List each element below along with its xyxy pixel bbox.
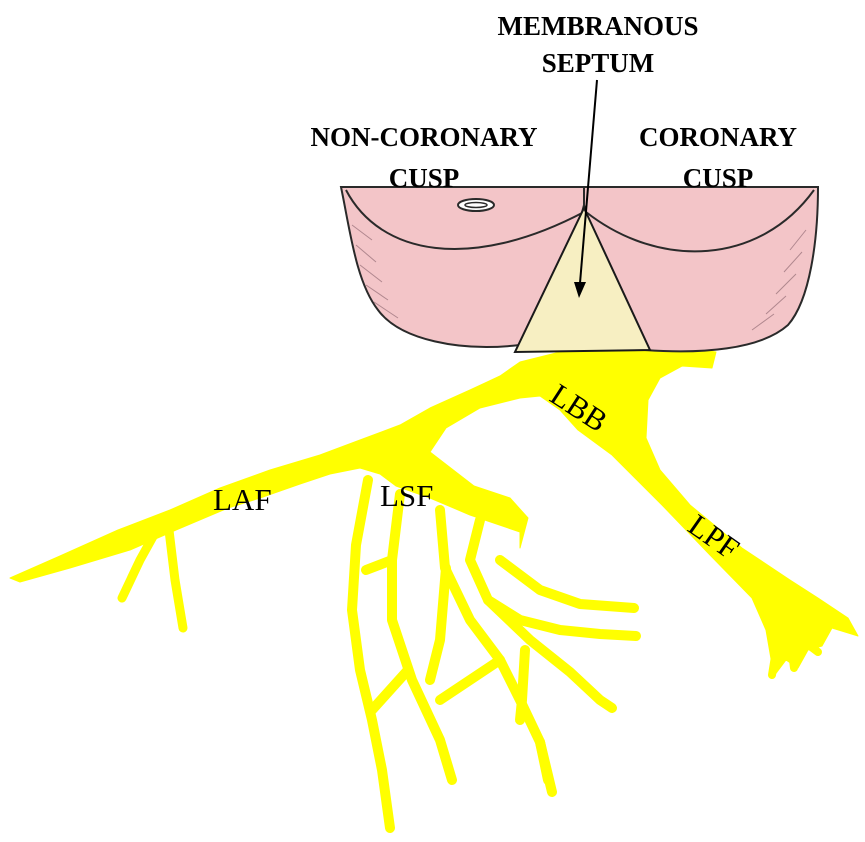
lsf-branches xyxy=(352,480,636,828)
membranous-label-line1: MEMBRANOUS xyxy=(498,11,699,41)
coronary-ostium-icon xyxy=(458,199,494,211)
laf-label: LAF xyxy=(213,482,272,517)
aortic-cusps xyxy=(341,187,818,352)
lpf-finger xyxy=(810,646,818,652)
lsf-branch xyxy=(430,568,446,680)
left-bundle-branch-trunk xyxy=(10,335,858,676)
lpf-finger xyxy=(772,650,776,675)
lsf-branch xyxy=(500,560,634,608)
noncoronary-label-line1: NON-CORONARY xyxy=(310,122,537,152)
conduction-system xyxy=(10,335,858,828)
lsf-branch xyxy=(440,660,500,700)
lsf-branch xyxy=(540,742,548,780)
coronary-label-line1: CORONARY xyxy=(639,122,797,152)
lsf-branch xyxy=(440,510,552,792)
lsf-branch xyxy=(520,650,525,720)
coronary-label-line2: CUSP xyxy=(683,163,754,193)
lsf-branch xyxy=(470,520,612,708)
noncoronary-label-line2: CUSP xyxy=(389,163,460,193)
lpf-finger xyxy=(792,652,794,668)
lsf-branch xyxy=(372,670,408,710)
lsf-branch xyxy=(352,480,390,828)
lsf-label: LSF xyxy=(380,478,433,513)
laf-branch-2 xyxy=(168,522,183,628)
membranous-label-line2: SEPTUM xyxy=(542,48,655,78)
